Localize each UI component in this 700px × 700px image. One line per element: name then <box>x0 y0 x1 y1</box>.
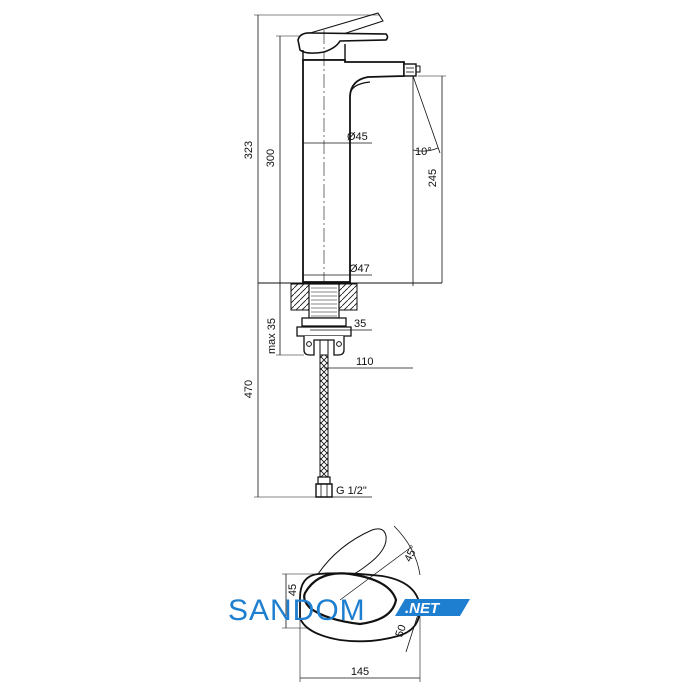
label-spout-height: 245 <box>427 169 439 187</box>
label-diameter-base: Ø47 <box>349 263 370 275</box>
label-diameter-top: Ø45 <box>347 131 368 143</box>
angle-arc <box>412 147 439 152</box>
label-lever-length: 50 <box>393 623 408 639</box>
label-body-height: 300 <box>265 149 277 167</box>
watermark-brand: SANDOM <box>228 594 366 627</box>
lever-handle <box>297 32 389 54</box>
label-top-width: 145 <box>351 666 369 678</box>
lever-raised-outline <box>299 12 384 37</box>
top-lever <box>303 572 398 626</box>
fixing-nut <box>301 317 347 327</box>
hose-connectors <box>303 336 345 356</box>
watermark-suffix: .NET <box>405 600 441 617</box>
label-lever-angle: 45° <box>402 544 420 564</box>
lever-angle-line <box>339 547 411 601</box>
shank-thread <box>311 287 337 317</box>
front-view <box>254 12 446 498</box>
hose-nut <box>315 483 333 498</box>
connector-hole-left <box>306 341 312 347</box>
label-nut-width: 35 <box>354 318 366 330</box>
label-max-thickness: max 35 <box>266 318 278 354</box>
fixing-plate <box>296 326 352 337</box>
hose-fitting <box>317 476 331 485</box>
label-hose-length: 470 <box>243 380 255 398</box>
countertop-section-right <box>338 283 358 311</box>
lever-angle-arc <box>393 525 421 576</box>
lever-swing-outline <box>317 528 387 581</box>
flexible-hose <box>319 354 329 478</box>
connector-hole-right <box>336 341 342 347</box>
front-view-labels: 323 300 245 10° Ø45 Ø47 max 35 35 110 47… <box>243 131 439 497</box>
label-total-height: 323 <box>243 141 255 159</box>
label-thread: G 1/2" <box>336 485 367 497</box>
stream-angle-line <box>412 75 441 154</box>
threaded-shank <box>308 283 340 319</box>
spout-inner-line <box>349 81 371 97</box>
watermark-net-badge <box>395 599 470 616</box>
watermark-logo: SANDOM .NET <box>228 594 470 627</box>
faucet-body <box>302 59 405 283</box>
aerator <box>403 63 417 77</box>
label-lever-offset: 45 <box>287 584 299 596</box>
label-spout-reach: 110 <box>356 356 374 368</box>
label-spout-angle: 10° <box>415 146 432 158</box>
countertop-section-left <box>290 283 310 311</box>
